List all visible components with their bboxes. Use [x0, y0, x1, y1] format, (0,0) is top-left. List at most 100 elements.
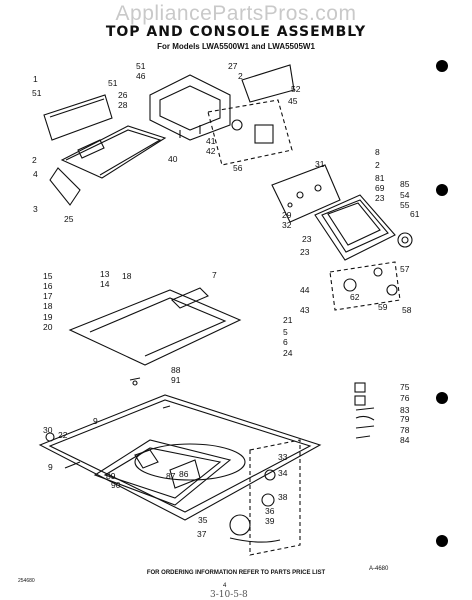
callout-label-18: 18: [122, 271, 132, 281]
diagram-title: TOP AND CONSOLE ASSEMBLY: [105, 24, 367, 40]
callout-label-23: 23: [375, 193, 385, 203]
knob-group: [329, 261, 401, 311]
callout-label-89: 89: [106, 471, 116, 481]
registration-dot: [436, 392, 448, 404]
callout-label-14: 14: [100, 279, 110, 289]
part-75: [354, 382, 366, 393]
rear-bracket: [241, 64, 295, 103]
pump-part: [229, 514, 251, 536]
top-handle: [171, 287, 209, 309]
callout-label-2: 2: [32, 155, 37, 165]
registration-dot: [436, 60, 448, 72]
callout-label-79: 79: [400, 414, 410, 424]
callout-label-23: 23: [300, 247, 310, 257]
callout-label-46: 46: [136, 71, 146, 81]
callout-label-16: 16: [43, 281, 53, 291]
callout-label-59: 59: [378, 302, 388, 312]
callout-label-57: 57: [400, 264, 410, 274]
callout-label-27: 27: [228, 61, 238, 71]
callout-label-19: 19: [43, 312, 53, 322]
cabinet-top: [38, 394, 322, 521]
part-84: [355, 435, 371, 439]
callout-label-8: 8: [375, 147, 380, 157]
callout-label-51: 51: [136, 61, 146, 71]
callout-label-36: 36: [265, 506, 275, 516]
page-number: 4: [223, 583, 227, 589]
callout-label-84: 84: [400, 435, 410, 445]
callout-label-1: 1: [33, 74, 38, 84]
callout-label-33: 33: [278, 452, 288, 462]
lid-frame: [314, 194, 396, 261]
callout-label-42: 42: [206, 146, 216, 156]
timer: [254, 124, 274, 144]
part-76: [354, 395, 366, 406]
callout-label-32: 32: [282, 220, 292, 230]
callout-label-38: 38: [278, 492, 288, 502]
callout-label-29: 29: [282, 210, 292, 220]
callout-label-3: 3: [33, 204, 38, 214]
callout-label-62: 62: [350, 292, 360, 302]
hose-group: [249, 439, 301, 556]
callout-label-69: 69: [375, 183, 385, 193]
callout-label-56: 56: [233, 163, 243, 173]
callout-label-9: 9: [48, 462, 53, 472]
callout-label-13: 13: [100, 269, 110, 279]
callout-label-43: 43: [300, 305, 310, 315]
callout-label-7: 7: [212, 270, 217, 280]
callout-label-6: 6: [283, 337, 288, 347]
left-code: 254680: [18, 578, 35, 584]
watermark: AppliancePartsPros.com: [115, 2, 357, 25]
part-79: [355, 415, 375, 421]
registration-dot: [436, 535, 448, 547]
console-front-panel: [60, 125, 167, 179]
callout-label-9: 9: [93, 416, 98, 426]
callout-label-26: 26: [118, 90, 128, 100]
callout-label-39: 39: [265, 516, 275, 526]
callout-label-85: 85: [400, 179, 410, 189]
callout-label-22: 22: [58, 430, 68, 440]
switch-plate: [271, 164, 341, 223]
callout-label-91: 91: [171, 375, 181, 385]
handwritten-note: 3-10-5-8: [210, 590, 248, 600]
callout-label-34: 34: [278, 468, 288, 478]
knob: [397, 232, 413, 248]
callout-label-15: 15: [43, 271, 53, 281]
callout-label-51: 51: [32, 88, 42, 98]
callout-label-61: 61: [410, 209, 420, 219]
callout-label-76: 76: [400, 393, 410, 403]
diagram-subtitle: For Models LWA5500W1 and LWA5505W1: [157, 42, 315, 51]
callout-label-23: 23: [302, 234, 312, 244]
control-housing: [149, 74, 231, 141]
callout-label-2: 2: [238, 71, 243, 81]
part-83: [355, 407, 375, 411]
callout-label-41: 41: [206, 136, 216, 146]
callout-label-44: 44: [300, 285, 310, 295]
diagram-code: A-4680: [369, 566, 389, 572]
console-back-panel: [43, 94, 113, 141]
callout-label-55: 55: [400, 200, 410, 210]
part-78: [355, 425, 375, 429]
callout-label-45: 45: [288, 96, 298, 106]
callout-label-35: 35: [198, 515, 208, 525]
callout-label-25: 25: [64, 214, 74, 224]
callout-label-37: 37: [197, 529, 207, 539]
callout-label-83: 83: [400, 405, 410, 415]
footer-text: FOR ORDERING INFORMATION REFER TO PARTS …: [146, 570, 326, 576]
callout-label-81: 81: [375, 173, 385, 183]
callout-label-20: 20: [43, 322, 53, 332]
callout-label-40: 40: [168, 154, 178, 164]
registration-dot: [436, 184, 448, 196]
callout-label-24: 24: [283, 348, 293, 358]
tub-ring: [134, 443, 246, 481]
top-panel: [68, 289, 242, 366]
timer-region: [207, 99, 293, 166]
callout-label-31: 31: [315, 159, 325, 169]
callout-label-86: 86: [179, 469, 189, 479]
callout-label-90: 90: [111, 480, 121, 490]
callout-label-18: 18: [43, 301, 53, 311]
callout-label-4: 4: [33, 169, 38, 179]
callout-label-17: 17: [43, 291, 53, 301]
callout-label-51: 51: [108, 78, 118, 88]
callout-label-28: 28: [118, 100, 128, 110]
callout-label-54: 54: [400, 190, 410, 200]
